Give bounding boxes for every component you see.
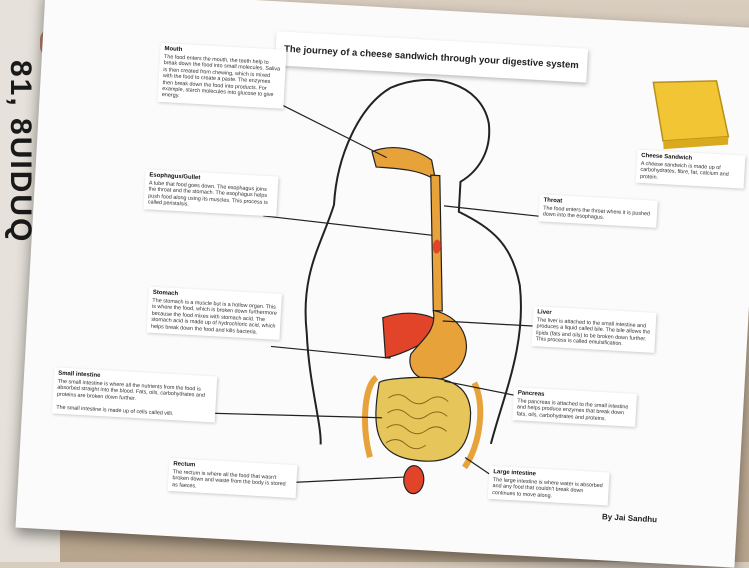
card-large-intestine-body: The large intestine is where water is ab… [492,477,603,499]
card-stomach-body: The stomach is a muscle but is a hollow … [151,298,277,336]
digestive-diagram [15,0,749,568]
card-mouth-body: The food enters the mouth, the teeth hel… [162,54,281,99]
card-liver-body: The liver is attached to the small intes… [536,317,651,347]
card-pancreas-body: The pancreas is attached to the small in… [516,398,628,422]
mouth-organ [371,146,438,180]
card-cheese-sandwich: Cheese Sandwich A cheese sandwich is mad… [636,150,746,189]
pointer-stomach [271,346,391,358]
pointer-esophagus [263,216,433,235]
card-esophagus: Esophagus/Gullet A tube that food goes d… [143,169,278,216]
pointer-mouth [272,101,390,157]
card-liver: Liver The liver is attached to the small… [531,306,656,352]
card-cheese-body: A cheese sandwich is made up of carbohyd… [640,161,729,181]
card-esophagus-body: A tube that food goes down. The esophagu… [148,180,268,207]
card-stomach: Stomach The stomach is a muscle but is a… [147,287,282,340]
small-intestine-organ [373,375,472,464]
poster: The journey of a cheese sandwich through… [15,0,749,568]
pointer-rectum [288,471,403,489]
card-rectum: Rectum The rectum is where all the food … [168,458,298,498]
card-pancreas: Pancreas The pancreas is attached to the… [512,387,637,427]
rectum-organ [403,465,425,494]
pointer-small-intestine [212,408,382,422]
card-small-intestine: Small intestine The small intestine is w… [52,367,217,422]
cheese-sandwich-image [650,77,732,152]
card-large-intestine: Large intestine The large intestine is w… [488,466,610,506]
card-mouth: Mouth The food enters the mouth, the tee… [157,43,286,109]
